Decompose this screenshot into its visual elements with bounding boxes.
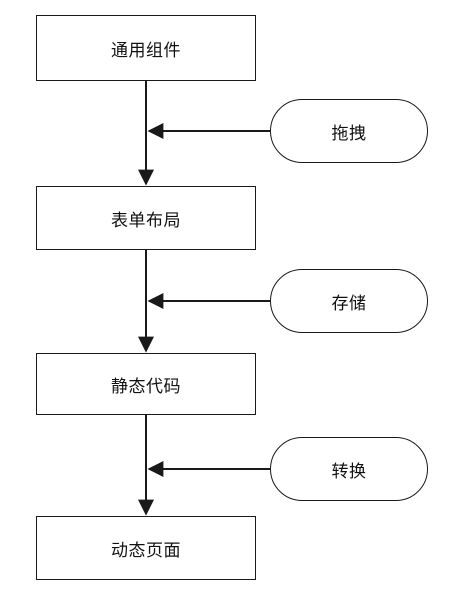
input-label: 转换 bbox=[331, 461, 367, 482]
step-label: 表单布局 bbox=[111, 210, 181, 231]
input-convert: 转换 bbox=[270, 437, 428, 501]
input-label: 存储 bbox=[331, 293, 367, 314]
step-static-code: 静态代码 bbox=[36, 353, 256, 415]
step-form-layout: 表单布局 bbox=[36, 186, 256, 250]
step-label: 动态页面 bbox=[111, 540, 181, 561]
step-label: 静态代码 bbox=[111, 376, 181, 397]
input-drag: 拖拽 bbox=[270, 99, 428, 163]
step-dynamic-page: 动态页面 bbox=[36, 516, 256, 580]
step-label: 通用组件 bbox=[111, 40, 181, 61]
input-store: 存储 bbox=[270, 269, 428, 333]
input-label: 拖拽 bbox=[331, 123, 367, 144]
step-general-components: 通用组件 bbox=[36, 15, 256, 81]
